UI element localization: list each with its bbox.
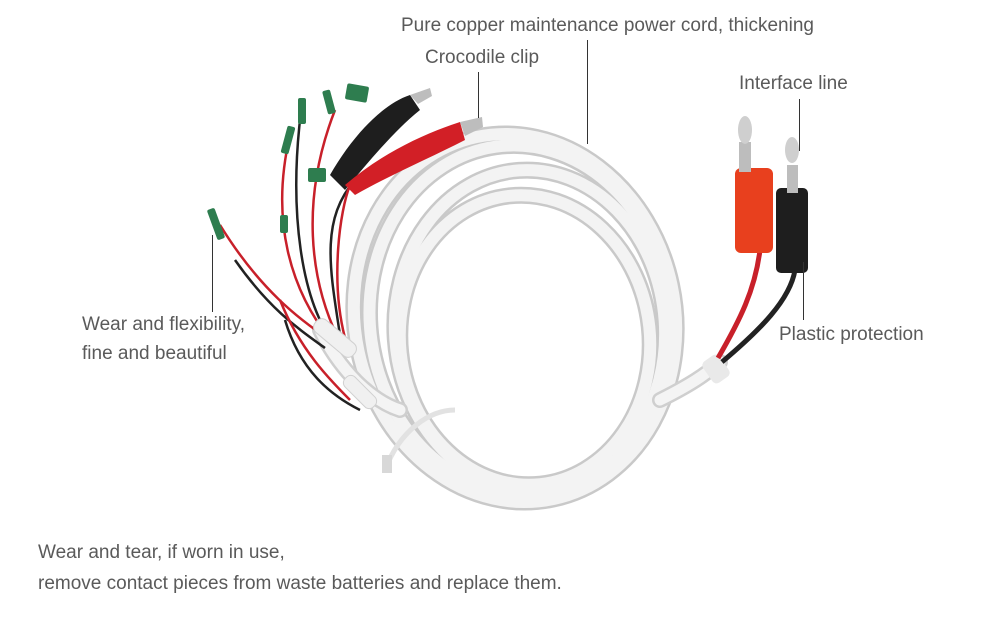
wire-sleeve bbox=[342, 374, 378, 410]
black-banana-plug bbox=[776, 188, 808, 273]
leader-line-plastic-protection bbox=[803, 262, 804, 320]
callout-interface-line: Interface line bbox=[739, 73, 848, 94]
banana-plugs bbox=[702, 116, 808, 384]
cable-tie-head bbox=[382, 455, 392, 473]
red-banana-plug bbox=[735, 168, 773, 253]
leader-line-interface-line bbox=[799, 99, 800, 151]
callout-plastic-protection: Plastic protection bbox=[779, 324, 924, 345]
footer-note-line1: Wear and tear, if worn in use, bbox=[38, 542, 285, 563]
leader-line-wear-flexibility bbox=[212, 235, 213, 312]
red-crocodile-clip bbox=[345, 122, 465, 195]
callout-power-cord: Pure copper maintenance power cord, thic… bbox=[401, 15, 814, 36]
footer-note-line2: remove contact pieces from waste batteri… bbox=[38, 573, 562, 594]
callout-wear-line2: fine and beautiful bbox=[82, 343, 227, 364]
crocodile-clips bbox=[330, 88, 483, 195]
black-crocodile-clip bbox=[330, 95, 420, 190]
callout-wear-line1: Wear and flexibility, bbox=[82, 314, 245, 335]
callout-crocodile-clip: Crocodile clip bbox=[425, 47, 540, 68]
leader-line-power-cord bbox=[587, 40, 588, 144]
contact-pieces bbox=[207, 83, 369, 240]
wire-sleeve bbox=[313, 318, 357, 358]
footer-note: Wear and tear, if worn in use, remove co… bbox=[38, 537, 562, 599]
leader-line-crocodile-clip bbox=[478, 72, 479, 118]
